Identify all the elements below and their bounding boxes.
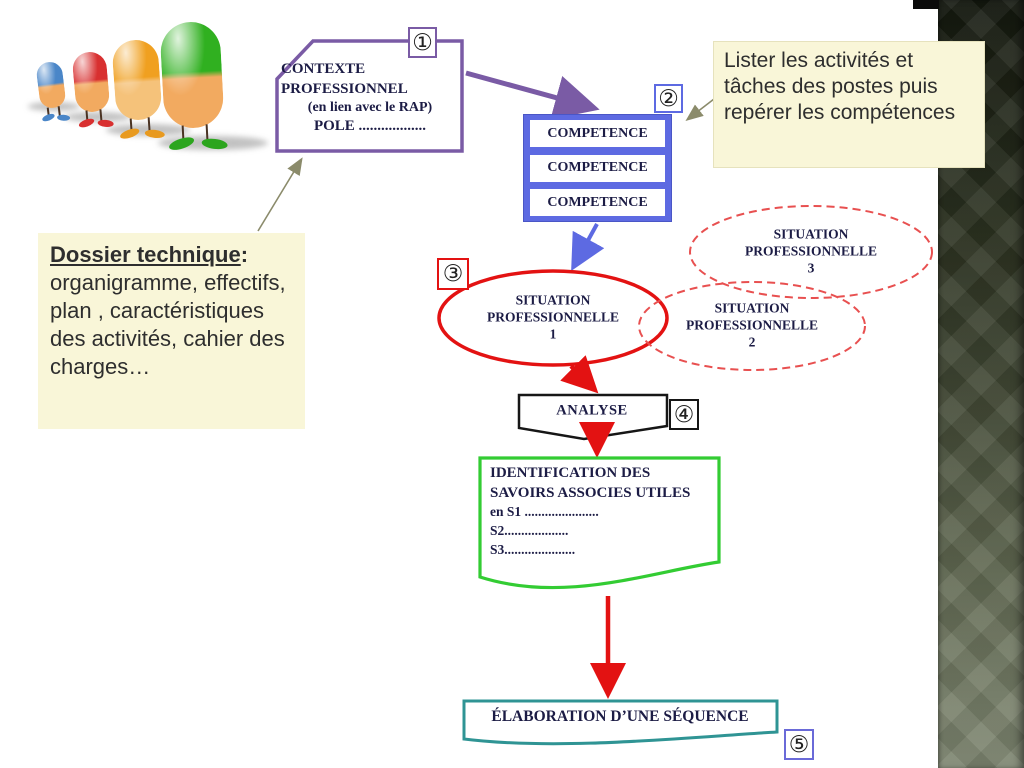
competence-box: COMPETENCE	[530, 120, 665, 147]
contexte-box-text: CONTEXTE PROFESSIONNEL (en lien avec le …	[281, 60, 459, 137]
arrow-contexte-to-competence	[465, 70, 600, 120]
situation1-line: PROFESSIONNELLE	[486, 309, 620, 325]
situation2-line: 2	[748, 334, 756, 350]
arrow-situation1-to-analyse	[560, 355, 599, 394]
dossier-note: Dossier technique: organigramme, effecti…	[38, 233, 305, 429]
contexte-line: PROFESSIONNEL	[281, 80, 408, 97]
contexte-line: POLE ..................	[313, 118, 427, 135]
situation1-line: SITUATION	[515, 292, 591, 308]
walking-pills-illustration	[10, 0, 268, 170]
pill-character-orange	[111, 38, 166, 141]
competence-box: COMPETENCE	[530, 154, 665, 182]
dossier-colon: :	[240, 242, 249, 267]
contexte-line: CONTEXTE	[281, 61, 366, 77]
situation2-line: SITUATION	[714, 300, 790, 316]
connector-dossier-to-contexte	[257, 157, 303, 232]
pill-character-green	[159, 20, 229, 153]
situation3-line: 3	[807, 260, 815, 276]
identification-line: S3.....................	[490, 541, 576, 557]
callout-text: Lister les activités et tâches des poste…	[724, 49, 956, 124]
situation2-line: PROFESSIONNELLE	[685, 317, 819, 333]
situation3-line: PROFESSIONNELLE	[744, 243, 878, 259]
dossier-body: organigramme, effectifs, plan , caractér…	[50, 269, 286, 379]
identification-line: S2...................	[490, 522, 569, 538]
dossier-title: Dossier technique	[50, 242, 241, 267]
step-badge-4: ④	[669, 399, 699, 430]
competence-box: COMPETENCE	[530, 189, 665, 216]
pill-character-blue	[35, 60, 71, 123]
pill-character-red	[71, 50, 114, 130]
identification-line: en S1 ......................	[490, 504, 599, 519]
step-badge-1: ①	[408, 27, 437, 58]
situation3-text: SITUATION PROFESSIONNELLE 3	[706, 227, 916, 278]
situation1-line: 1	[549, 326, 557, 342]
step-badge-5: ⑤	[784, 729, 814, 760]
contexte-line: (en lien avec le RAP)	[307, 100, 433, 115]
step-badge-2: ②	[654, 84, 683, 113]
callout-note: Lister les activités et tâches des poste…	[713, 41, 985, 168]
situation2-text: SITUATION PROFESSIONNELLE 2	[647, 301, 857, 352]
step-badge-3: ③	[437, 258, 469, 290]
top-right-black-corner	[913, 0, 939, 9]
situation3-line: SITUATION	[773, 226, 849, 242]
analyse-label: ANALYSE	[556, 402, 628, 419]
identification-text: IDENTIFICATION DES SAVOIRS ASSOCIES UTIL…	[490, 464, 715, 560]
connector-callout-to-competence	[685, 98, 715, 121]
identification-line: IDENTIFICATION DES	[490, 465, 651, 481]
situation1-text: SITUATION PROFESSIONNELLE 1	[448, 293, 658, 344]
competence-stack: COMPETENCE COMPETENCE COMPETENCE	[523, 114, 672, 222]
arrow-competence-to-situation1	[571, 223, 605, 272]
elaboration-label: ÉLABORATION D’UNE SÉQUENCE	[491, 708, 749, 725]
pill-shadow	[65, 112, 131, 122]
identification-line: SAVOIRS ASSOCIES UTILES	[490, 484, 691, 501]
